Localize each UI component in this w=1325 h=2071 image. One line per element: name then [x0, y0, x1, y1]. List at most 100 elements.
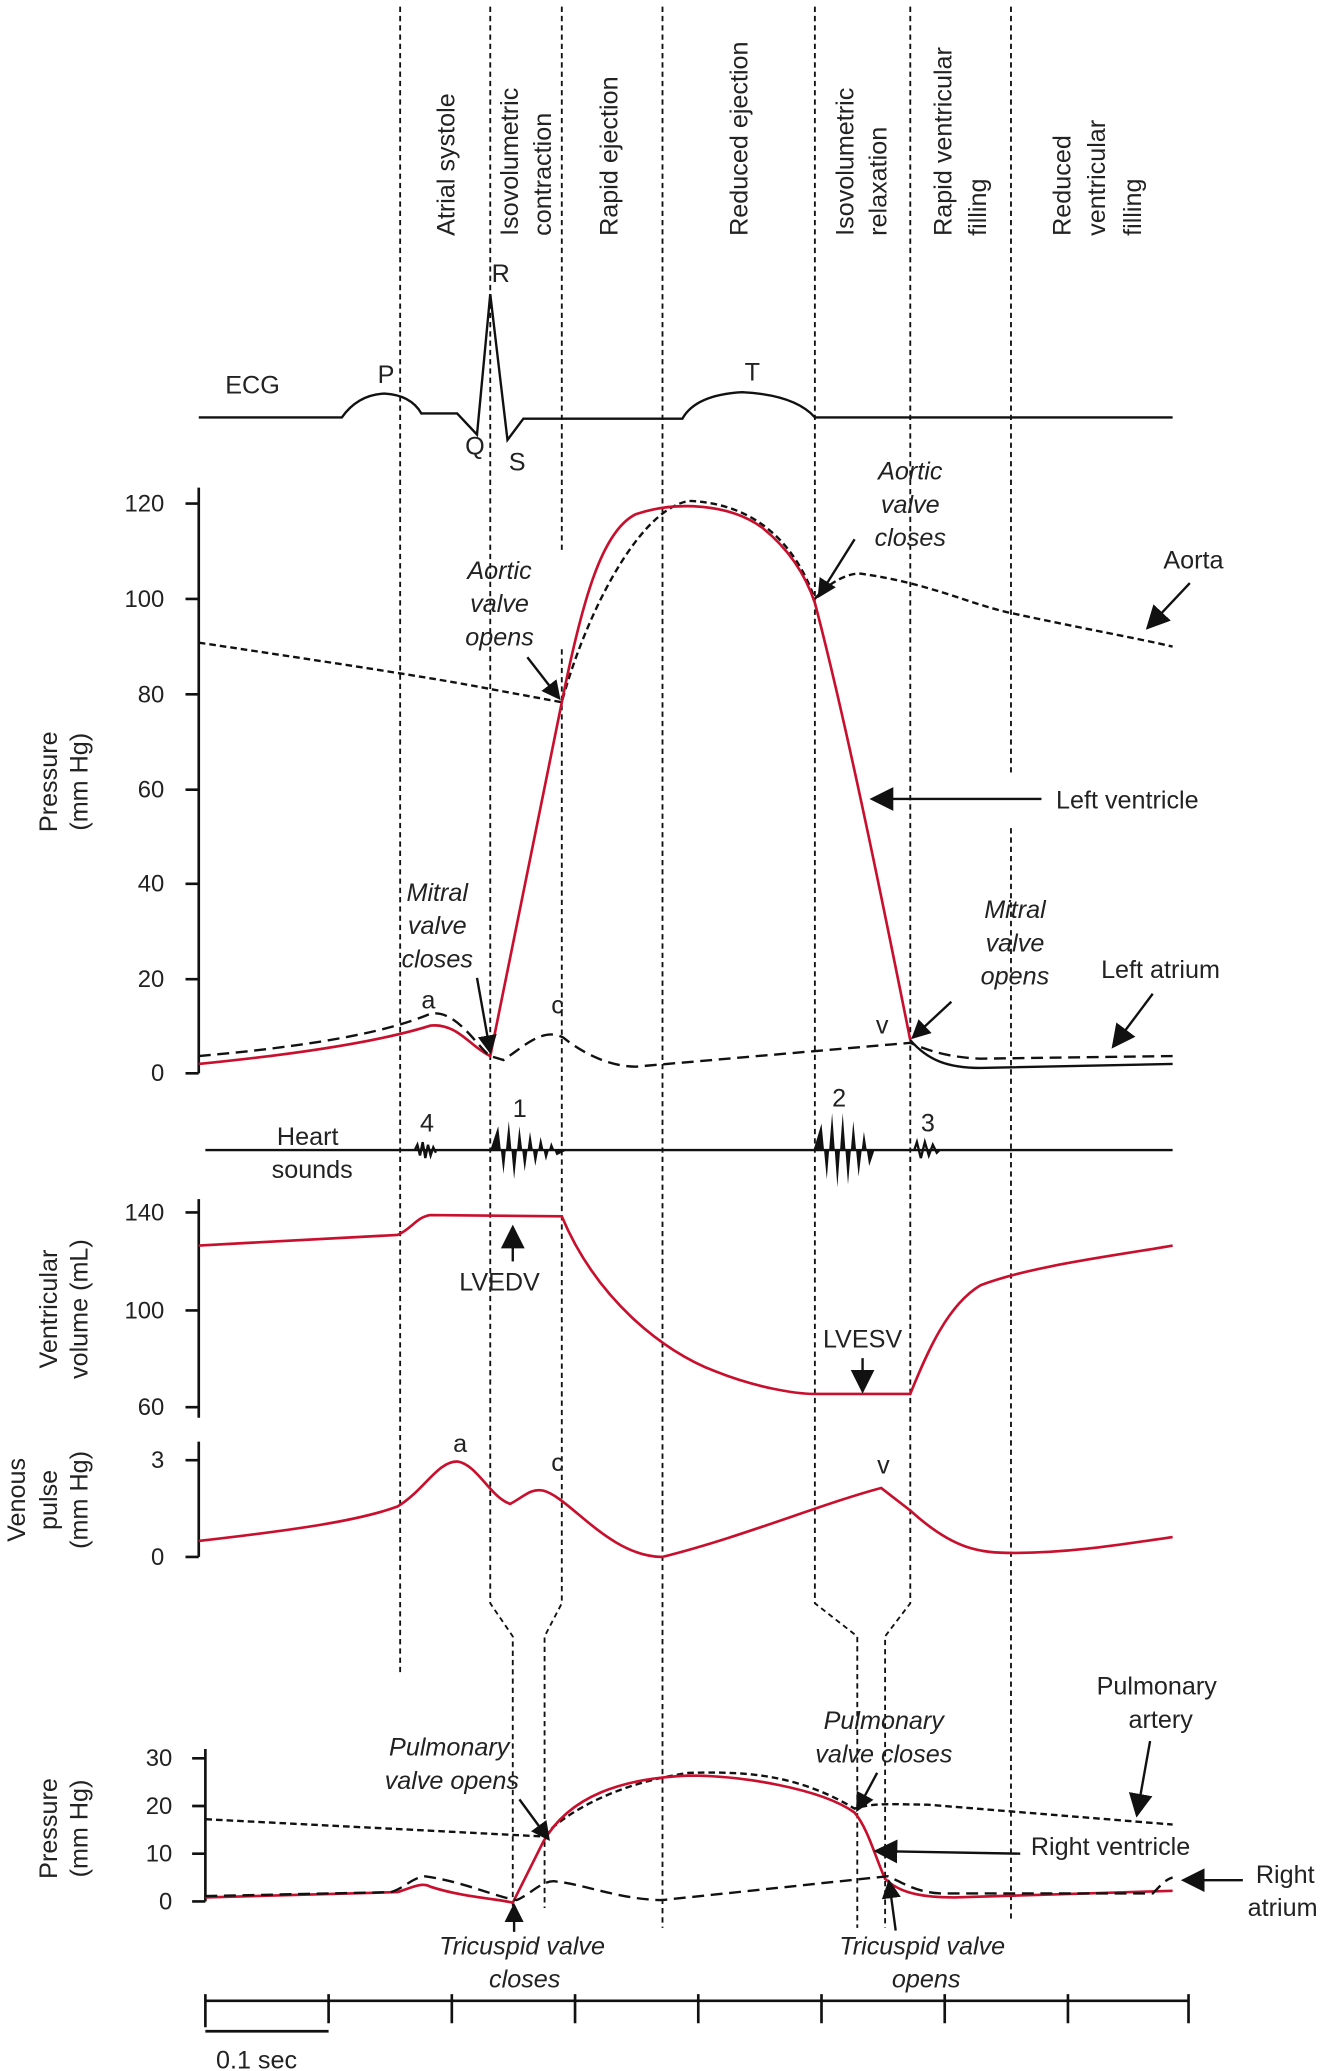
annotation: opens	[892, 1966, 961, 1994]
axis-label: (mm Hg)	[65, 1451, 93, 1549]
right-ventricle-curve	[205, 1774, 1173, 1905]
ecg-r-label: R	[492, 260, 510, 288]
phase-rapid-ejection: Rapid ejection	[595, 76, 623, 235]
phase-iso-contraction-2: contraction	[529, 113, 557, 236]
sound-label: 1	[513, 1095, 527, 1123]
annotation: valve	[470, 590, 529, 618]
phase-iso-relaxation-2: relaxation	[864, 127, 892, 236]
sound-label: 2	[832, 1084, 846, 1112]
annotation: opens	[465, 623, 534, 651]
phase-labels: Atrial systole Isovolumetric contraction…	[432, 41, 1146, 235]
wave-label-v: v	[876, 1012, 889, 1040]
right-atrium-label: atrium	[1248, 1894, 1318, 1922]
time-scale-label: 0.1 sec	[216, 2046, 297, 2071]
phase-rapid-filling-1: Rapid ventricular	[929, 47, 957, 236]
left-pressure-panel: 0 20 40 60 80 100 120 Pressure (mm Hg) A…	[35, 458, 1224, 1088]
tick: 0	[151, 1544, 164, 1571]
phase-reduced-ejection: Reduced ejection	[725, 41, 753, 235]
annotation: opens	[981, 962, 1050, 990]
phase-divider-lines	[399, 6, 1012, 1928]
ecg-label: ECG	[225, 372, 280, 400]
annotation: Pulmonary	[824, 1707, 946, 1735]
lvesv-label: LVESV	[823, 1326, 902, 1354]
left-ventricle-label: Left ventricle	[1056, 786, 1199, 814]
axis-label: (mm Hg)	[65, 1780, 93, 1878]
tick: 60	[138, 1394, 165, 1421]
axis-label: Ventricular	[35, 1250, 63, 1369]
ecg-t-label: T	[745, 358, 760, 386]
annotation: valve	[986, 929, 1045, 957]
left-atrium-label: Left atrium	[1101, 956, 1220, 984]
annotation: Aortic	[465, 557, 532, 585]
tick: 40	[138, 871, 165, 898]
right-atrium-label: Right	[1256, 1861, 1315, 1889]
annotation: closes	[875, 524, 947, 552]
wave-label: a	[453, 1430, 467, 1458]
tick: 3	[151, 1447, 164, 1474]
right-pressure-panel: 30 20 10 0 Pressure (mm Hg) Pulmonary va…	[35, 1673, 1318, 1994]
lvedv-label: LVEDV	[459, 1269, 540, 1297]
phase-reduced-filling-1: Reduced	[1049, 135, 1077, 236]
tick: 20	[138, 966, 165, 993]
tick: 20	[146, 1793, 173, 1820]
heart-sounds-panel: Heart sounds 4 1 2 3	[205, 1084, 1173, 1188]
ventricular-volume-curve	[198, 1213, 1173, 1396]
tick: 100	[125, 586, 165, 613]
ecg-trace: ECG P Q R S T	[198, 260, 1173, 476]
left-ventricle-filling-curve	[909, 1039, 1173, 1070]
phase-rapid-filling-2: filling	[964, 179, 992, 236]
aorta-label: Aorta	[1163, 546, 1223, 574]
annotation: closes	[402, 945, 474, 973]
axis-label: Venous	[3, 1458, 31, 1542]
tick: 0	[151, 1060, 164, 1087]
axis-label: volume (mL)	[65, 1239, 93, 1379]
axis-label: (mm Hg)	[65, 733, 93, 831]
volume-panel: 140 100 60 Ventricular volume (mL) LVEDV…	[35, 1199, 1173, 1421]
sound-label: 3	[921, 1110, 935, 1138]
tick: 10	[146, 1841, 173, 1868]
phase-reduced-filling-3: filling	[1119, 179, 1147, 236]
tick: 120	[125, 490, 165, 517]
axis-label: pulse	[35, 1470, 63, 1530]
tick: 30	[146, 1745, 173, 1772]
left-ventricle-curve	[198, 504, 912, 1066]
ecg-p-label: P	[378, 361, 395, 389]
sound-label: 4	[420, 1110, 434, 1138]
time-axis: 0.1 sec	[204, 1994, 1190, 2071]
annotation: Pulmonary	[389, 1734, 511, 1762]
axis-label: Pressure	[35, 731, 63, 832]
ecg-q-label: Q	[465, 432, 485, 460]
ecg-s-label: S	[509, 448, 526, 476]
phase-atrial-systole: Atrial systole	[432, 93, 460, 236]
tick: 140	[125, 1199, 165, 1226]
heart-sounds-label: Heart	[277, 1123, 339, 1151]
tick: 0	[159, 1888, 172, 1915]
venous-pulse-curve	[198, 1460, 1173, 1559]
wave-label: v	[877, 1451, 890, 1479]
venous-panel: 3 0 Venous pulse (mm Hg) a c v	[3, 1430, 1173, 1571]
tick: 100	[125, 1297, 165, 1324]
phase-reduced-filling-2: ventricular	[1083, 120, 1111, 236]
annotation: closes	[489, 1966, 561, 1994]
annotation: valve closes	[815, 1740, 952, 1768]
annotation: valve	[408, 912, 467, 940]
tick: 80	[138, 681, 165, 708]
aorta-curve	[198, 499, 1173, 704]
annotation: Aortic	[876, 458, 943, 486]
heart-sounds-label: sounds	[272, 1156, 353, 1184]
phase-iso-relaxation-1: Isovolumetric	[831, 88, 859, 236]
pulmonary-artery-label: Pulmonary	[1097, 1673, 1218, 1701]
wave-label-c: c	[551, 992, 564, 1020]
wave-label: c	[551, 1449, 564, 1477]
annotation: Tricuspid valve	[839, 1932, 1005, 1960]
tick: 60	[138, 777, 165, 804]
annotation: Tricuspid valve	[439, 1932, 605, 1960]
right-atrium-curve	[205, 1874, 1173, 1902]
annotation: valve	[881, 491, 940, 519]
pulmonary-artery-label: artery	[1129, 1706, 1194, 1734]
annotation: Mitral	[407, 879, 470, 907]
axis-label: Pressure	[35, 1778, 63, 1879]
annotation: Mitral	[984, 896, 1047, 924]
wave-label-a: a	[421, 986, 435, 1014]
